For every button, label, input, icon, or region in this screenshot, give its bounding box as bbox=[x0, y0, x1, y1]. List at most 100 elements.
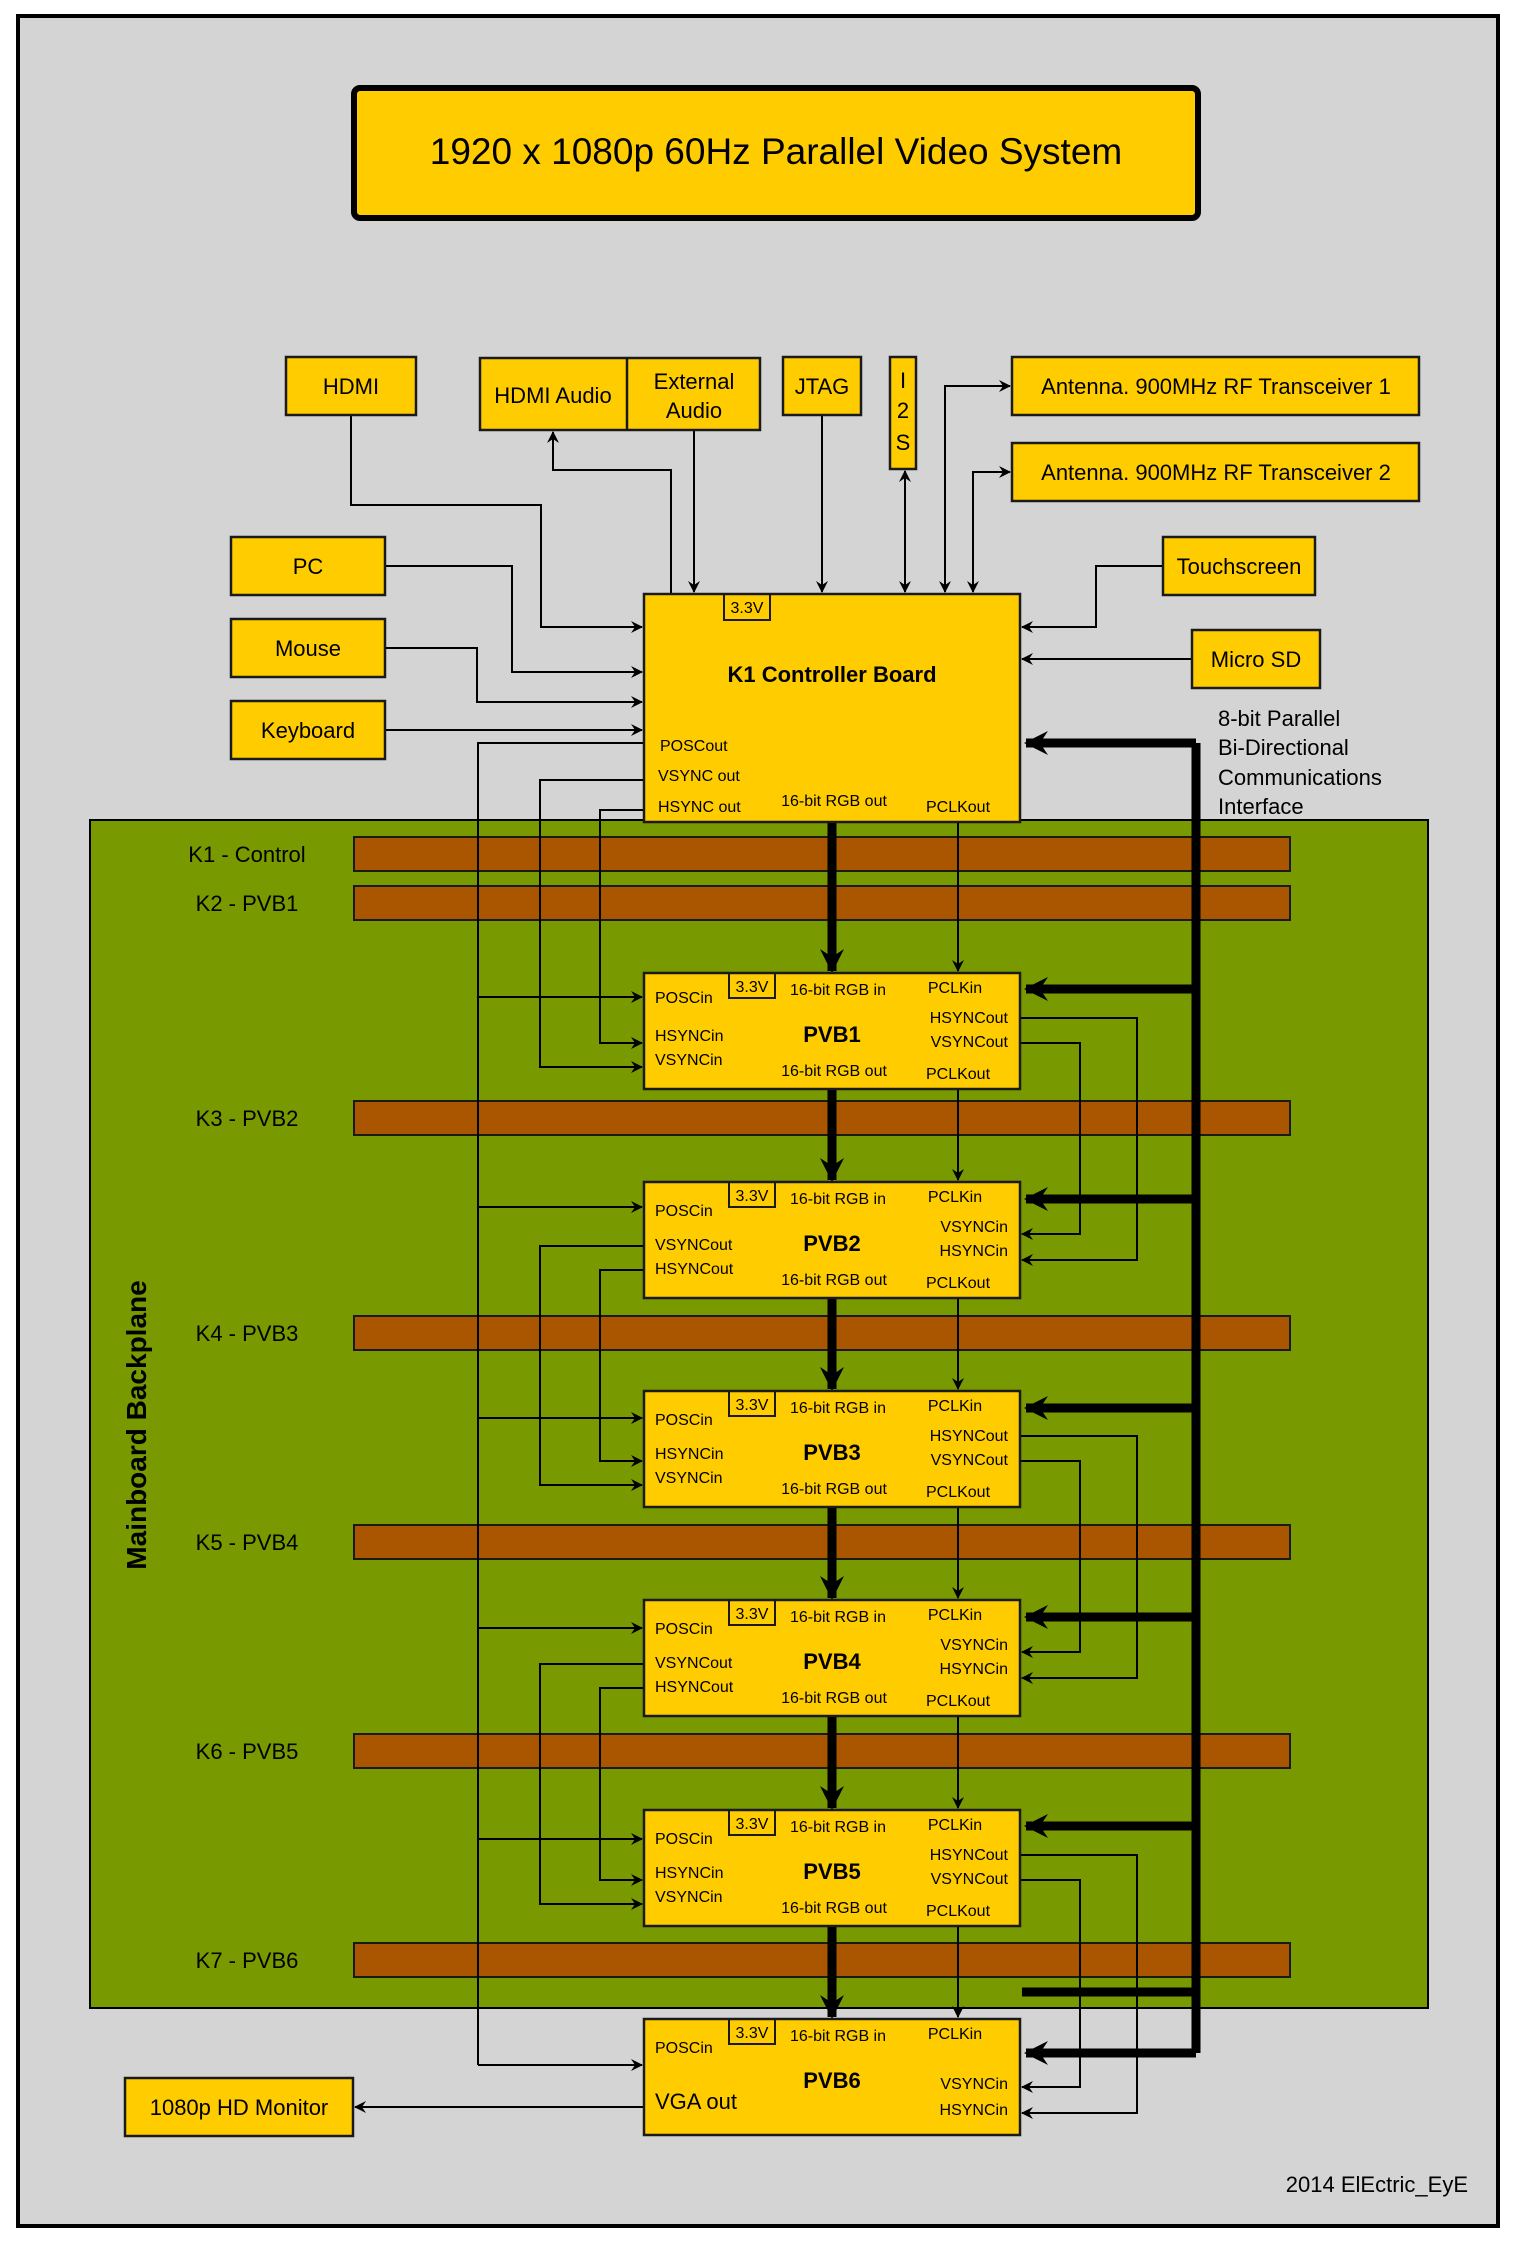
pvb-rgb-out: 16-bit RGB out bbox=[781, 1690, 887, 1707]
slot-label: K2 - PVB1 bbox=[196, 891, 299, 916]
pvb-board-body bbox=[642, 2017, 1022, 2137]
wires bbox=[350, 380, 1201, 2119]
pvb-voltage: 3.3V bbox=[736, 1606, 769, 1623]
pvb-rgb-in: 16-bit RGB in bbox=[790, 982, 886, 999]
controller-pin-rgb-out: 16-bit RGB out bbox=[781, 793, 887, 810]
pvb-left-pin-1: HSYNCin bbox=[655, 1446, 723, 1463]
pvb-voltage: 3.3V bbox=[736, 1397, 769, 1414]
vsync-left bbox=[539, 1245, 644, 1491]
backplane-slot: K2 - PVB1 bbox=[196, 885, 1291, 921]
pvb-pclk-in: PCLKin bbox=[928, 1189, 982, 1206]
keyboard-label: Keyboard bbox=[261, 718, 355, 743]
vsync-left bbox=[539, 1663, 644, 1910]
vsync-right bbox=[1020, 1460, 1081, 1658]
pvb-left-pin-2: VSYNCin bbox=[655, 1470, 723, 1487]
pvb-poscin: POSCin bbox=[655, 1831, 713, 1848]
pvb-right-pin-1: HSYNCout bbox=[930, 1010, 1009, 1027]
slot-label: K6 - PVB5 bbox=[196, 1739, 299, 1764]
slot-connector bbox=[353, 836, 1291, 872]
pvb-poscin: POSCin bbox=[655, 1621, 713, 1638]
voltage-tag bbox=[728, 1390, 776, 1417]
comm-line-3: Communications bbox=[1218, 765, 1382, 790]
pc-label: PC bbox=[293, 554, 324, 579]
pvb-right-pin-1: HSYNCout bbox=[930, 1428, 1009, 1445]
peripheral-audio: HDMI Audio External Audio bbox=[478, 356, 762, 432]
hsync-right bbox=[1020, 1435, 1138, 1684]
pvb-board-body bbox=[642, 971, 1022, 1091]
pvb-board-body bbox=[642, 1389, 1022, 1509]
voltage-tag bbox=[728, 1809, 776, 1836]
pvb-pclk-out: PCLKout bbox=[926, 1693, 991, 1710]
backplane-slot: K6 - PVB5 bbox=[196, 1733, 1291, 1769]
pvb-board-body bbox=[642, 1808, 1022, 1928]
vsync-controller-pvb1 bbox=[539, 779, 644, 1073]
pvb-poscin: POSCin bbox=[655, 990, 713, 1007]
pvb-pclk-in: PCLKin bbox=[928, 1817, 982, 1834]
controller-pin-vsync-out: VSYNC out bbox=[658, 768, 740, 785]
pvb-poscin: POSCin bbox=[655, 1203, 713, 1220]
comm-interface-caption: 8-bit Parallel Bi-Directional Communicat… bbox=[1218, 706, 1382, 819]
pvb-poscin: POSCin bbox=[655, 1412, 713, 1429]
controller-pin-pclk-out: PCLKout bbox=[926, 799, 991, 816]
pvb-voltage: 3.3V bbox=[736, 2025, 769, 2042]
pvb-pclk-in: PCLKin bbox=[928, 2026, 982, 2043]
peripheral-touchscreen: Touchscreen bbox=[1161, 535, 1317, 597]
pvb-poscin: POSCin bbox=[655, 2040, 713, 2057]
pvb-voltage: 3.3V bbox=[736, 979, 769, 996]
peripheral-micro-sd: Micro SD bbox=[1190, 628, 1322, 690]
rf1-label: Antenna. 900MHz RF Transceiver 1 bbox=[1041, 374, 1391, 399]
slot-connector bbox=[353, 1942, 1291, 1978]
pvb-voltage: 3.3V bbox=[736, 1188, 769, 1205]
peripheral-monitor: 1080p HD Monitor bbox=[123, 2076, 355, 2138]
pvb-right-pin-2: VSYNCout bbox=[931, 1871, 1009, 1888]
wire-mouse bbox=[385, 647, 643, 708]
controller-pin-hsync-out: HSYNC out bbox=[658, 799, 741, 816]
pvb-rgb-in: 16-bit RGB in bbox=[790, 2028, 886, 2045]
slot-connector bbox=[353, 1315, 1291, 1351]
controller-board: 3.3V K1 Controller Board POSCout VSYNC o… bbox=[642, 592, 1022, 824]
hsync-right bbox=[1020, 1854, 1138, 2119]
backplane-label: Mainboard Backplane bbox=[121, 1280, 152, 1569]
pvb-rgb-in: 16-bit RGB in bbox=[790, 1609, 886, 1626]
pvb-name: PVB2 bbox=[803, 1231, 860, 1256]
controller-pin-poscout: POSCout bbox=[660, 738, 728, 755]
pvb-name: PVB6 bbox=[803, 2068, 860, 2093]
pvb-right-pin-1: HSYNCout bbox=[930, 1847, 1009, 1864]
pvb-name: PVB3 bbox=[803, 1440, 860, 1465]
mouse-label: Mouse bbox=[275, 636, 341, 661]
slot-connector bbox=[353, 1100, 1291, 1136]
micro-sd-label: Micro SD bbox=[1211, 647, 1301, 672]
vsync-right bbox=[1020, 1879, 1081, 2093]
pvb-left-pin-2: VSYNCin bbox=[655, 1052, 723, 1069]
pvb-left-pin-1: VSYNCout bbox=[655, 1237, 733, 1254]
pvb-left-pin-1: VSYNCout bbox=[655, 1655, 733, 1672]
controller-voltage: 3.3V bbox=[731, 600, 764, 617]
pvb-right-pin-2: VSYNCout bbox=[931, 1034, 1009, 1051]
pvb-rgb-in: 16-bit RGB in bbox=[790, 1819, 886, 1836]
vsync-right bbox=[1020, 1042, 1081, 1240]
hsync-controller-pvb1 bbox=[599, 809, 644, 1049]
backplane-slot: K3 - PVB2 bbox=[196, 1100, 1291, 1136]
hsync-right bbox=[1020, 1017, 1138, 1266]
pvb-pclk-in: PCLKin bbox=[928, 1398, 982, 1415]
title-banner: 1920 x 1080p 60Hz Parallel Video System bbox=[351, 85, 1201, 221]
pvb-left-pin-2: HSYNCout bbox=[655, 1679, 734, 1696]
slot-label: K5 - PVB4 bbox=[196, 1530, 299, 1555]
peripheral-keyboard: Keyboard bbox=[229, 699, 387, 761]
pvb-board-body bbox=[642, 1598, 1022, 1718]
wire-rf1 bbox=[939, 380, 1011, 593]
pvb-left-pin-1: HSYNCin bbox=[655, 1028, 723, 1045]
backplane-slot: K1 - Control bbox=[188, 836, 1291, 872]
pvb-pclk-out: PCLKout bbox=[926, 1903, 991, 1920]
external-audio-label-2: Audio bbox=[666, 398, 722, 423]
slot-label: K3 - PVB2 bbox=[196, 1106, 299, 1131]
peripheral-i2s: I 2 S bbox=[888, 355, 918, 471]
comm-line-4: Interface bbox=[1218, 794, 1304, 819]
pvb-left-pin-2: HSYNCout bbox=[655, 1261, 734, 1278]
peripheral-mouse: Mouse bbox=[229, 617, 387, 679]
